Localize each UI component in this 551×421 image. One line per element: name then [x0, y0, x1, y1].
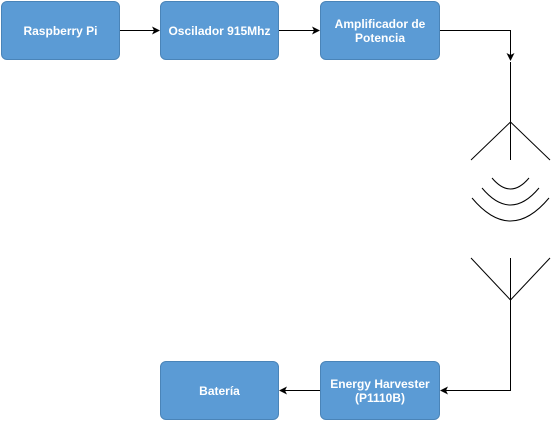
node-label: Energy Harvester (P1110B) — [330, 376, 430, 405]
node-energy-harvester: Energy Harvester (P1110B) — [320, 361, 440, 420]
edge-antenna-eh — [440, 300, 511, 395]
node-raspberry-pi: Raspberry Pi — [1, 1, 120, 60]
radio-waves-icon — [471, 177, 550, 222]
node-label: Raspberry Pi — [23, 23, 98, 38]
transmit-antenna-icon — [470, 62, 551, 161]
node-label: Batería — [199, 383, 240, 398]
node-oscillator: Oscilador 915Mhz — [160, 1, 279, 60]
node-label: Oscilador 915Mhz — [168, 23, 271, 38]
edge-amp-antenna — [440, 30, 515, 61]
node-battery: Batería — [160, 361, 279, 420]
node-label: Amplificador de Potencia — [334, 16, 426, 45]
node-power-amplifier: Amplificador de Potencia — [320, 1, 440, 60]
receive-antenna-icon — [470, 257, 551, 301]
